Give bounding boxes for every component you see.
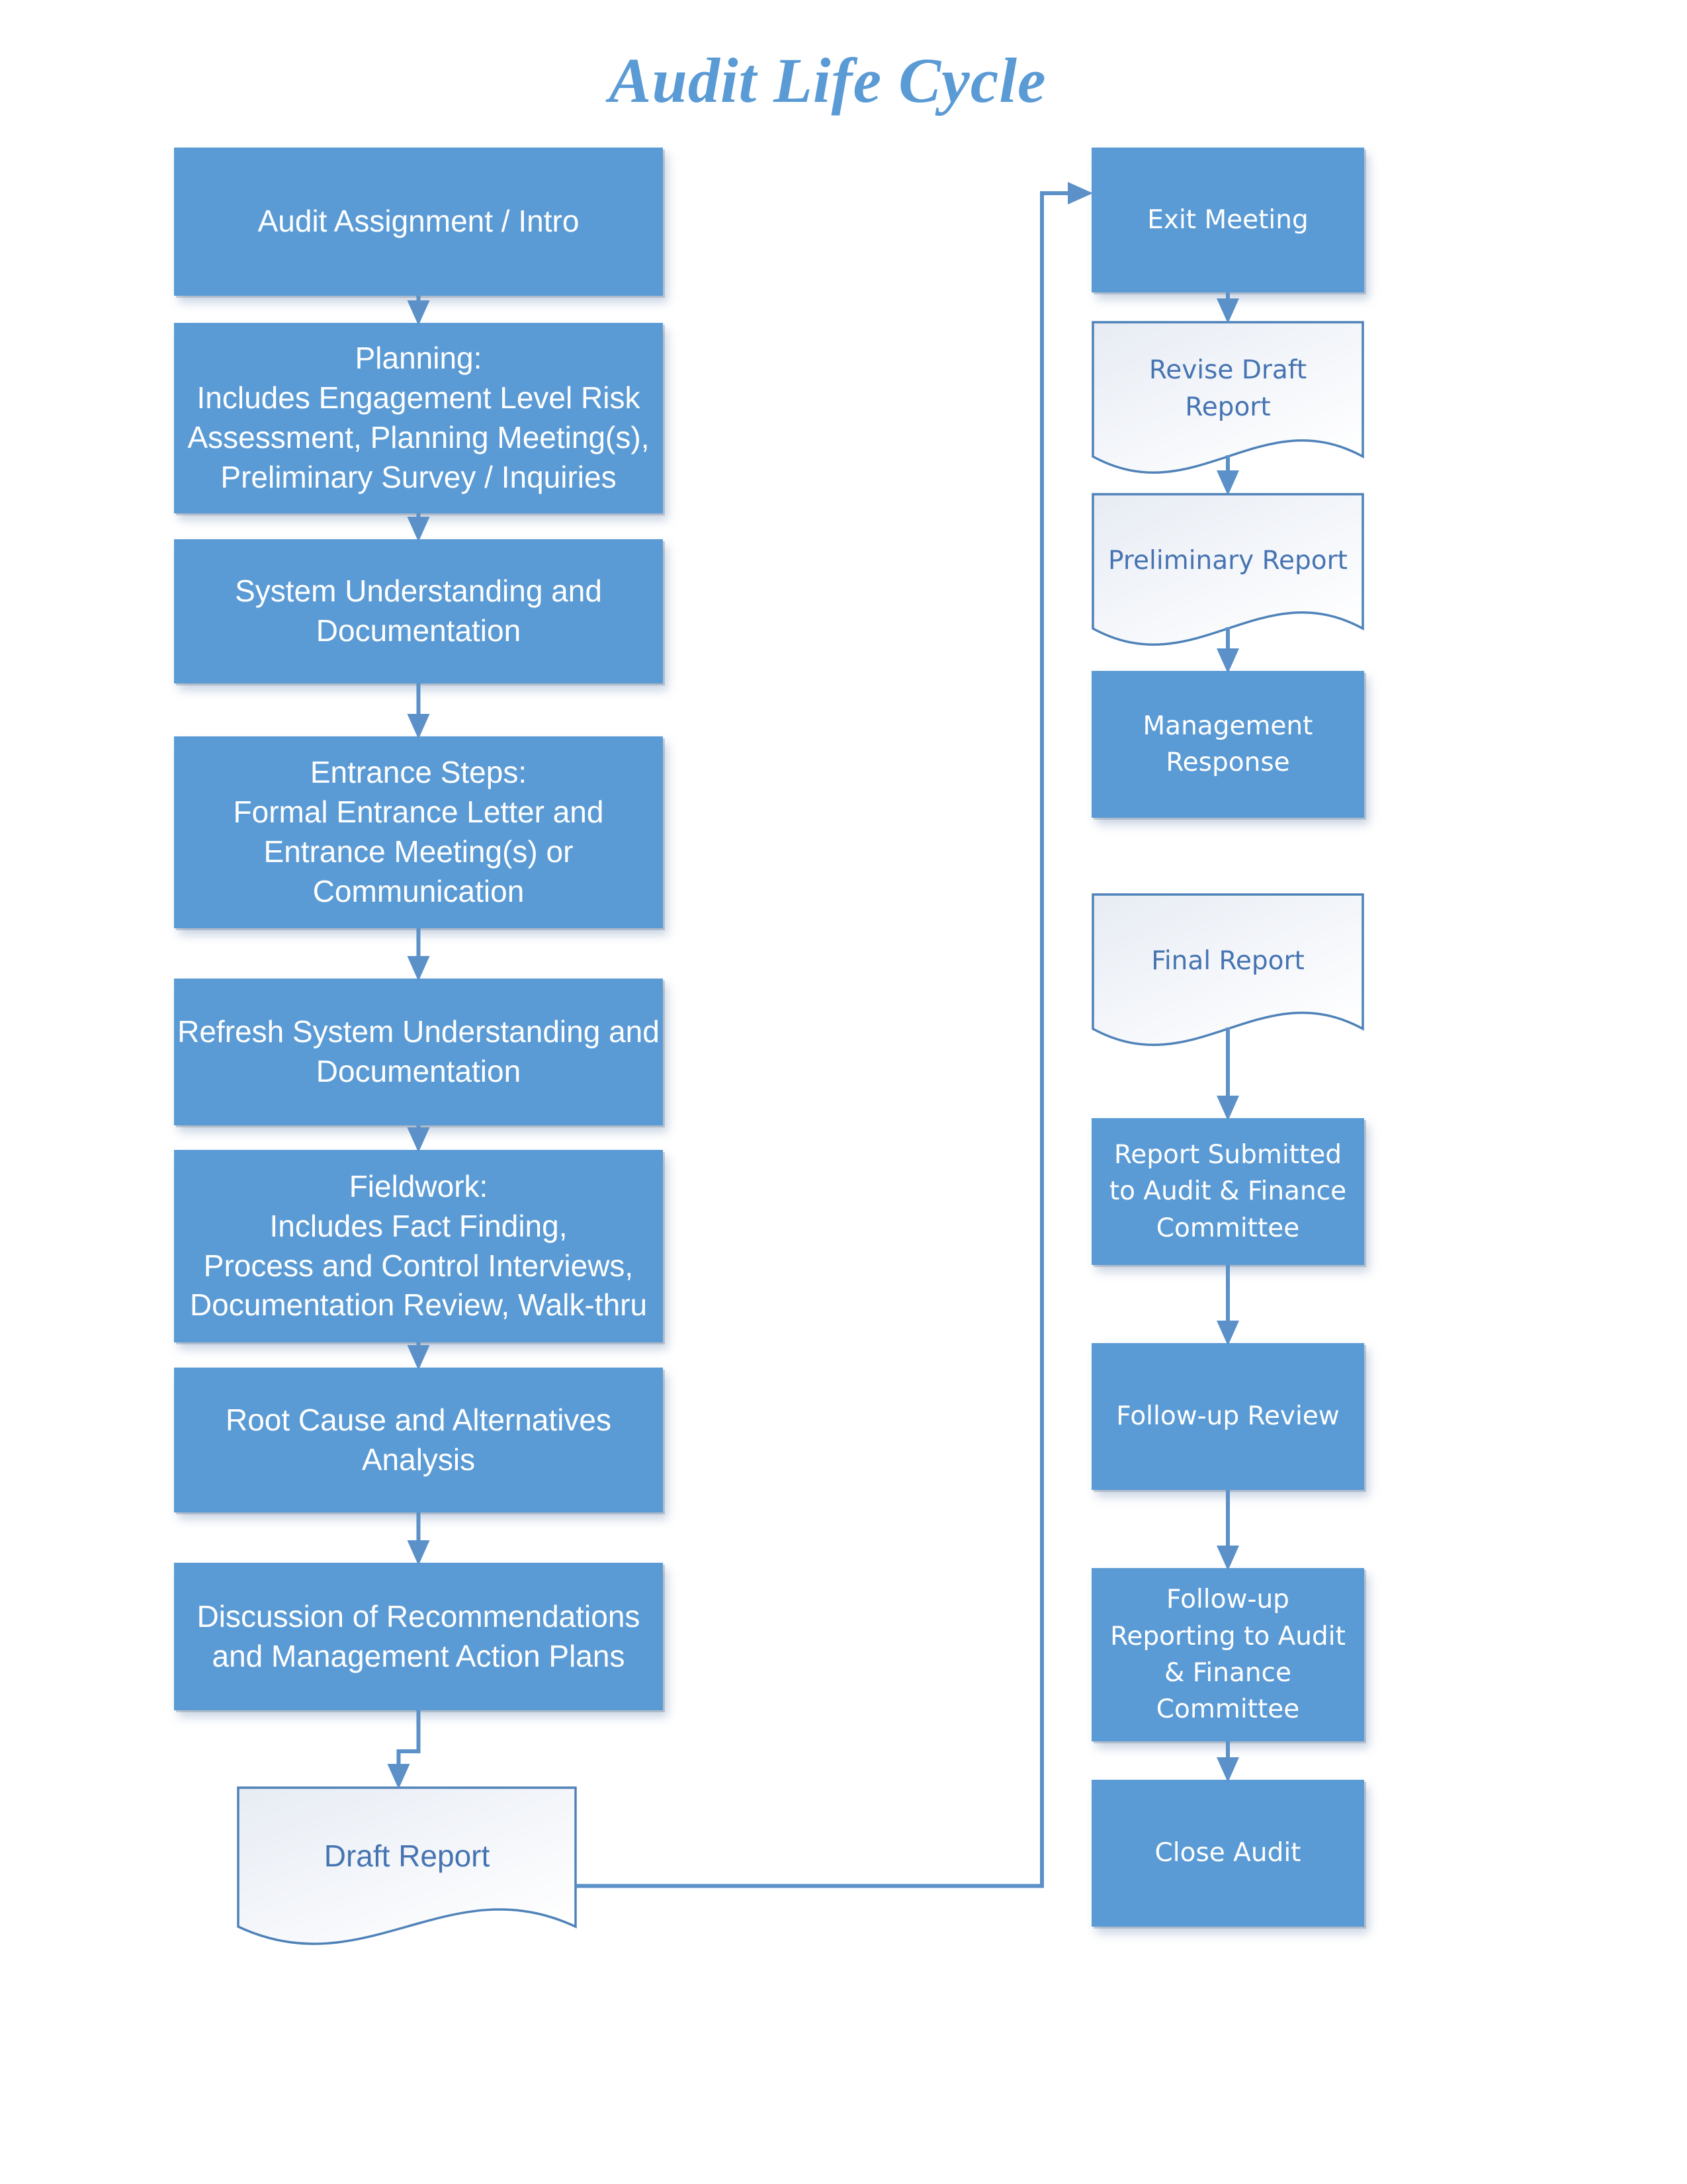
document-label-area: Revise Draft Report (1092, 321, 1364, 457)
connector-audit-assignment-planning (407, 296, 430, 326)
node-label: Exit Meeting (1147, 204, 1309, 235)
node-revise-draft-report: Revise Draft Report (1092, 321, 1364, 488)
node-label: Root Cause and Alternatives Analysis (225, 1402, 612, 1477)
connector-follow-up-review-follow-up-reporting (1217, 1490, 1239, 1571)
node-final-report: Final Report (1092, 893, 1364, 1061)
node-root-cause: Root Cause and Alternatives Analysis (174, 1368, 663, 1512)
node-label: Follow-up Reporting to Audit & Finance C… (1110, 1585, 1346, 1725)
node-entrance-steps: Entrance Steps: Formal Entrance Letter a… (174, 736, 663, 928)
connector-planning-system-understanding (407, 513, 430, 542)
node-label: Draft Report (324, 1839, 490, 1874)
node-exit-meeting: Exit Meeting (1092, 148, 1364, 292)
document-outline (1092, 493, 1364, 646)
node-follow-up-review: Follow-up Review (1092, 1343, 1364, 1490)
node-fieldwork: Fieldwork: Includes Fact Finding, Proces… (174, 1150, 663, 1342)
diagram-title: Audit Life Cycle (609, 45, 1047, 116)
node-discussion: Discussion of Recommendations and Manage… (174, 1563, 663, 1710)
node-label: System Understanding and Documentation (235, 574, 602, 648)
node-label: Follow-up Review (1116, 1401, 1340, 1432)
node-label: Refresh System Understanding and Documen… (177, 1014, 660, 1088)
connector-follow-up-reporting-close-audit (1217, 1741, 1239, 1782)
document-shape (1092, 493, 1364, 646)
document-label-area: Draft Report (237, 1786, 577, 1927)
node-follow-up-reporting: Follow-up Reporting to Audit & Finance C… (1092, 1568, 1364, 1741)
node-refresh-system-understanding: Refresh System Understanding and Documen… (174, 979, 663, 1125)
node-label: Report Submitted to Audit & Finance Comm… (1109, 1139, 1347, 1243)
document-label-area: Preliminary Report (1092, 493, 1364, 629)
document-outline (237, 1786, 577, 1945)
connector-system-understanding-entrance-steps (407, 683, 430, 739)
node-audit-assignment: Audit Assignment / Intro (174, 148, 663, 296)
node-label: Fieldwork: Includes Fact Finding, Proces… (189, 1168, 648, 1323)
node-label: Entrance Steps: Formal Entrance Letter a… (233, 755, 604, 908)
connector-exit-meeting-revise-draft-report (1217, 292, 1239, 324)
node-management-response: Management Response (1092, 671, 1364, 818)
connector-refresh-system-understanding-fieldwork (407, 1125, 430, 1153)
document-outline (1092, 321, 1364, 474)
node-label: Planning: Includes Engagement Level Risk… (187, 341, 650, 494)
node-label: Discussion of Recommendations and Manage… (196, 1598, 640, 1673)
connector-entrance-steps-refresh-system-understanding (407, 928, 430, 981)
node-system-understanding: System Understanding and Documentation (174, 539, 663, 683)
connector-discussion-draft-report (387, 1710, 421, 1789)
node-label: Management Response (1143, 711, 1313, 777)
document-outline (1092, 893, 1364, 1046)
document-shape (1092, 893, 1364, 1046)
connector-fieldwork-root-cause (407, 1342, 430, 1370)
node-label: Revise Draft Report (1148, 355, 1307, 422)
node-label: Audit Assignment / Intro (257, 204, 580, 239)
node-close-audit: Close Audit (1092, 1780, 1364, 1927)
node-planning: Planning: Includes Engagement Level Risk… (174, 323, 663, 513)
document-label-area: Final Report (1092, 893, 1364, 1029)
node-label: Close Audit (1154, 1838, 1301, 1868)
document-shape (237, 1786, 577, 1945)
node-label: Final Report (1151, 945, 1305, 976)
node-draft-report: Draft Report (237, 1786, 577, 1960)
connector-report-submitted-follow-up-review (1217, 1265, 1239, 1346)
node-report-submitted: Report Submitted to Audit & Finance Comm… (1092, 1118, 1364, 1265)
connector-root-cause-discussion (407, 1512, 430, 1565)
node-label: Preliminary Report (1108, 545, 1348, 576)
document-shape (1092, 321, 1364, 474)
node-preliminary-report: Preliminary Report (1092, 493, 1364, 660)
